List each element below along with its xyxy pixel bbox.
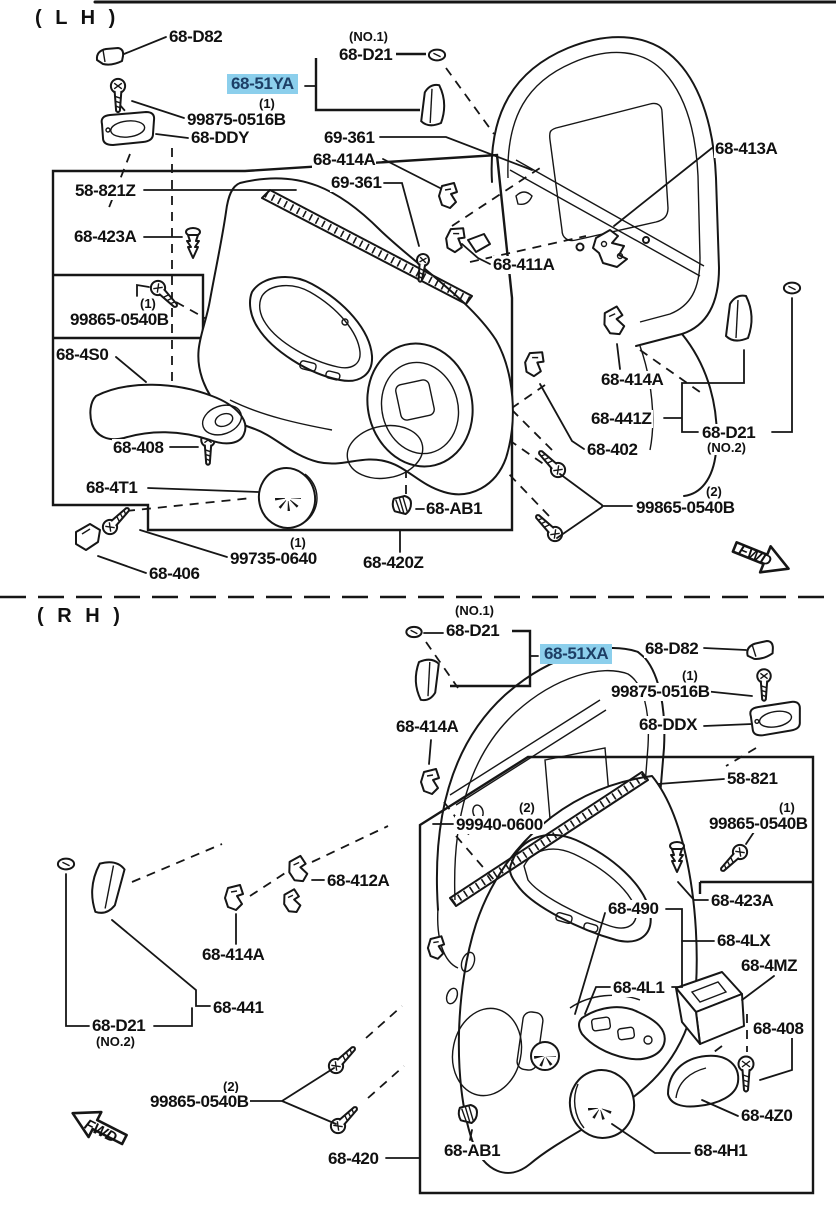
part-label-rh-99865-0540B-1: 99865-0540B bbox=[708, 814, 809, 833]
lh-door-frame bbox=[492, 37, 719, 496]
part-label-lh-99875-0516B: 99875-0516B bbox=[186, 110, 287, 129]
part-label-lh-68-DDY: 68-DDY bbox=[190, 128, 251, 147]
part-label-rh-q2b: (2) bbox=[222, 1079, 240, 1094]
part-label-rh-68-490: 68-490 bbox=[607, 899, 660, 918]
part-label-lh-68-4T1: 68-4T1 bbox=[85, 478, 139, 497]
part-label-lh-q1b: (1) bbox=[139, 296, 157, 311]
part-label-lh-58-821Z: 58-821Z bbox=[74, 181, 137, 200]
part-label-rh-58-821: 58-821 bbox=[726, 769, 779, 788]
part-label-lh-69-361-a: 69-361 bbox=[323, 128, 376, 147]
part-label-rh-68-4H1: 68-4H1 bbox=[693, 1141, 749, 1160]
part-label-lh-68-408: 68-408 bbox=[112, 438, 165, 457]
part-label-lh-68-D82: 68-D82 bbox=[168, 27, 224, 46]
part-label-rh-68-412A: 68-412A bbox=[326, 871, 391, 890]
part-label-lh-68-414A-b: 68-414A bbox=[600, 370, 665, 389]
lh-trim-panel bbox=[198, 178, 513, 494]
part-label-lh-q2: (2) bbox=[705, 484, 723, 499]
part-label-lh-68-402: 68-402 bbox=[586, 440, 639, 459]
lh-leader-lines bbox=[98, 37, 792, 573]
part-label-rh-99865-0540B-2: 99865-0540B bbox=[149, 1092, 250, 1111]
part-label-rh-68-4Z0: 68-4Z0 bbox=[740, 1106, 794, 1125]
part-label-rh-99940-0600: 99940-0600 bbox=[455, 815, 544, 834]
part-label-lh-68-413A: 68-413A bbox=[714, 139, 779, 158]
speaker-grille-68-4H1 bbox=[564, 1064, 641, 1144]
bezel-68-490 bbox=[570, 995, 640, 1008]
part-label-rh-99875-0516B: 99875-0516B bbox=[610, 682, 711, 701]
part-label-lh-68-414A-a: 68-414A bbox=[312, 150, 377, 169]
part-label-rh-68-D21-no1: 68-D21 bbox=[445, 621, 501, 640]
rh-trim-panel bbox=[445, 776, 697, 1173]
lh-latch-assembly bbox=[577, 230, 650, 267]
bezel-68-4L1 bbox=[579, 1007, 665, 1059]
part-label-lh-99865-0540B-2: 99865-0540B bbox=[635, 498, 736, 517]
part-label-rh-68-DDX: 68-DDX bbox=[638, 715, 699, 734]
part-label-lh-68-441Z: 68-441Z bbox=[590, 409, 653, 428]
part-label-lh-68-406: 68-406 bbox=[148, 564, 201, 583]
part-label-rh-68-423A: 68-423A bbox=[710, 891, 775, 910]
part-label-lh-68-D21-no2: 68-D21 bbox=[701, 423, 757, 442]
part-label-rh-q1a: (1) bbox=[681, 668, 699, 683]
part-label-rh-68-AB1: 68-AB1 bbox=[443, 1141, 502, 1160]
part-label-rh-q2a: (2) bbox=[518, 800, 536, 815]
part-label-rh-68-420: 68-420 bbox=[327, 1149, 380, 1168]
armrest-68-4S0 bbox=[90, 385, 245, 444]
part-label-rh-68-408: 68-408 bbox=[752, 1019, 805, 1038]
switch-panel-68-4MZ bbox=[676, 972, 744, 1044]
part-label-lh-68-D21-no1: 68-D21 bbox=[338, 45, 394, 64]
part-label-lh-68-51YA: 68-51YA bbox=[227, 74, 298, 94]
part-label-rh-68-4LX: 68-4LX bbox=[716, 931, 772, 950]
part-label-rh-68-4MZ: 68-4MZ bbox=[740, 956, 799, 975]
part-label-lh-68-420Z: 68-420Z bbox=[362, 553, 425, 572]
part-label-lh-68-411A: 68-411A bbox=[492, 255, 556, 274]
part-label-lh-99865-0540B-1: 99865-0540B bbox=[69, 310, 170, 329]
part-label-rh-68-51XA: 68-51XA bbox=[540, 644, 613, 664]
part-label-lh-99735-0640: 99735-0640 bbox=[229, 549, 318, 568]
part-label-lh-68-423A: 68-423A bbox=[73, 227, 138, 246]
part-label-rh-no2: (NO.2) bbox=[95, 1034, 136, 1049]
part-label-rh-no1: (NO.1) bbox=[454, 603, 495, 618]
rh-leader-lines bbox=[66, 633, 792, 1158]
part-label-lh-title: ( L H ) bbox=[35, 7, 120, 29]
part-label-rh-title: ( R H ) bbox=[37, 605, 124, 627]
part-label-lh-q1c: (1) bbox=[289, 535, 307, 550]
armrest-pad-68-4Z0 bbox=[668, 1056, 738, 1107]
part-label-lh-no2: (NO.2) bbox=[706, 440, 747, 455]
rh-callout-boxes bbox=[420, 631, 813, 1193]
part-label-lh-68-AB1: 68-AB1 bbox=[425, 499, 484, 518]
part-label-rh-68-414A-a: 68-414A bbox=[395, 717, 460, 736]
rh-interior-parts bbox=[426, 840, 755, 1144]
part-label-rh-68-441: 68-441 bbox=[212, 998, 265, 1017]
part-label-rh-68-4L1: 68-4L1 bbox=[612, 978, 666, 997]
part-label-lh-q1a: (1) bbox=[258, 96, 276, 111]
lh-callout-boxes bbox=[53, 54, 512, 530]
part-label-lh-no1: (NO.1) bbox=[348, 29, 389, 44]
lh-belt-strip bbox=[262, 190, 472, 304]
part-label-rh-q1b: (1) bbox=[778, 800, 796, 815]
lh-small-parts bbox=[76, 47, 801, 550]
bracket-68-406 bbox=[76, 524, 100, 550]
part-label-rh-68-414A-b: 68-414A bbox=[201, 945, 266, 964]
cap-68-4T1 bbox=[253, 463, 320, 533]
part-label-lh-68-4S0: 68-4S0 bbox=[55, 345, 110, 364]
rh-belt-strip bbox=[450, 772, 648, 906]
part-label-rh-68-D82: 68-D82 bbox=[644, 639, 700, 658]
part-label-lh-69-361-b: 69-361 bbox=[330, 173, 383, 192]
part-label-rh-68-D21-no2: 68-D21 bbox=[91, 1016, 147, 1035]
